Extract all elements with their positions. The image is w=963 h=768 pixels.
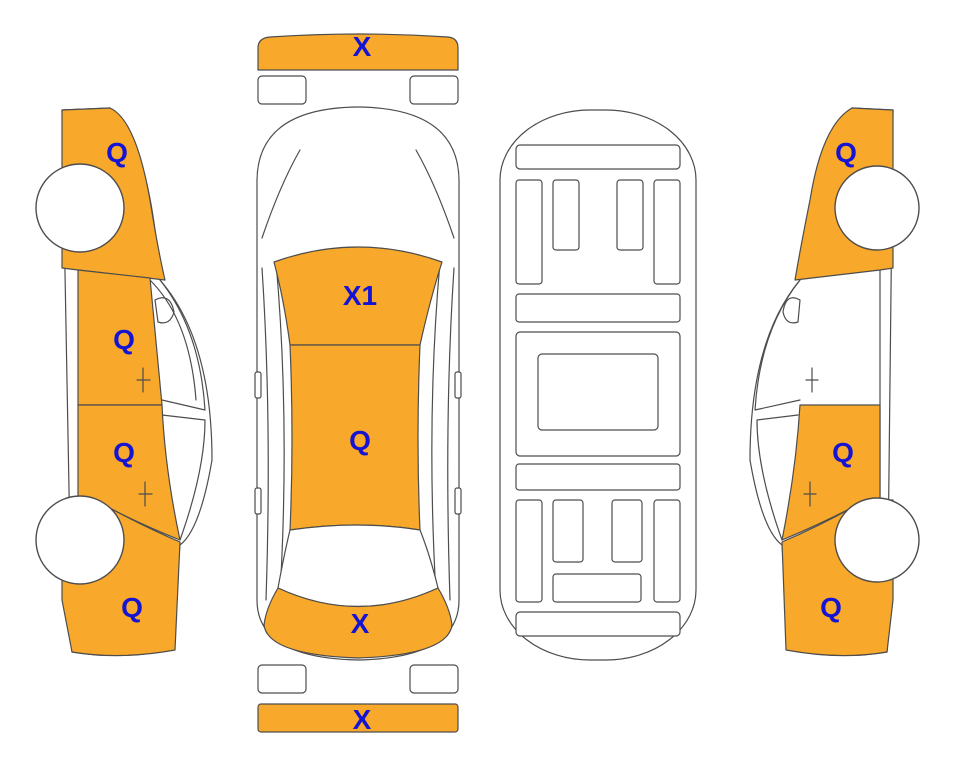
underbody-part — [653, 499, 681, 603]
left-mirror — [254, 371, 262, 399]
hood-crease — [261, 149, 301, 239]
underbody-part — [515, 293, 681, 323]
right-side-view — [749, 107, 920, 657]
right-front-wheel — [834, 165, 920, 251]
left-front-wheel — [35, 163, 125, 253]
right-window-line — [754, 279, 801, 411]
trunk-panel[interactable] — [263, 587, 453, 659]
underbody-part — [611, 499, 643, 563]
left-side-glass — [275, 261, 285, 596]
underbody-part — [616, 179, 644, 251]
right-mirror-shape — [782, 297, 801, 324]
left-door-handle-icon — [136, 367, 151, 393]
underbody-outline — [499, 109, 697, 661]
left-side-view — [35, 107, 213, 657]
left-side-glass — [261, 267, 269, 601]
label-right-rear-door: Q — [832, 437, 854, 468]
underbody-part — [552, 179, 580, 251]
label-front-bumper: X — [353, 31, 372, 62]
underbody-part — [515, 611, 681, 637]
label-right-rear-quarter: Q — [820, 592, 842, 623]
left-mirror-shape — [154, 297, 175, 324]
underbody-part — [515, 499, 543, 603]
left-rear-wheel — [35, 495, 125, 585]
underbody-part — [552, 573, 642, 603]
rear-bumper-panel[interactable] — [257, 703, 459, 733]
left-window-line — [149, 279, 197, 401]
left-door-handle — [254, 487, 262, 515]
right-rear-wheel — [834, 497, 920, 583]
left-window-line — [161, 414, 206, 541]
label-right-front-fender: Q — [835, 137, 857, 168]
label-left-rear-door: Q — [113, 437, 135, 468]
right-side-glass — [431, 261, 441, 596]
right-door-handle — [454, 487, 462, 515]
damage-labels: X X1 Q X X Q Q Q Q Q Q Q — [106, 31, 857, 735]
right-mirror — [454, 371, 462, 399]
label-trunk: X — [351, 608, 370, 639]
label-roof: Q — [349, 425, 371, 456]
underbody-part — [653, 179, 681, 285]
right-door-handle-icon — [805, 367, 819, 393]
label-left-front-fender: Q — [106, 137, 128, 168]
label-left-front-door: Q — [113, 324, 135, 355]
rear-window — [277, 524, 439, 608]
top-view — [254, 33, 462, 733]
rear-right-light — [409, 664, 459, 694]
hood-crease — [415, 149, 455, 239]
front-right-light — [409, 75, 459, 105]
front-left-light — [257, 75, 307, 105]
label-hood: X1 — [343, 280, 377, 311]
label-left-rear-quarter: Q — [121, 592, 143, 623]
rear-left-light — [257, 664, 307, 694]
underbody-part — [515, 144, 681, 170]
right-door-handle-icon — [803, 481, 817, 507]
underbody-part — [552, 499, 584, 563]
underbody-part — [515, 463, 681, 491]
front-bumper-panel[interactable] — [257, 33, 459, 71]
underbody-center-plate — [537, 353, 659, 431]
left-window-line — [159, 279, 206, 411]
left-door-handle-icon — [138, 481, 153, 507]
underbody-part — [515, 179, 543, 285]
underbody-view — [499, 109, 697, 661]
label-rear-bumper: X — [353, 704, 372, 735]
right-side-glass — [447, 267, 455, 601]
hood-panel[interactable] — [273, 246, 443, 346]
right-window-line — [756, 414, 799, 541]
